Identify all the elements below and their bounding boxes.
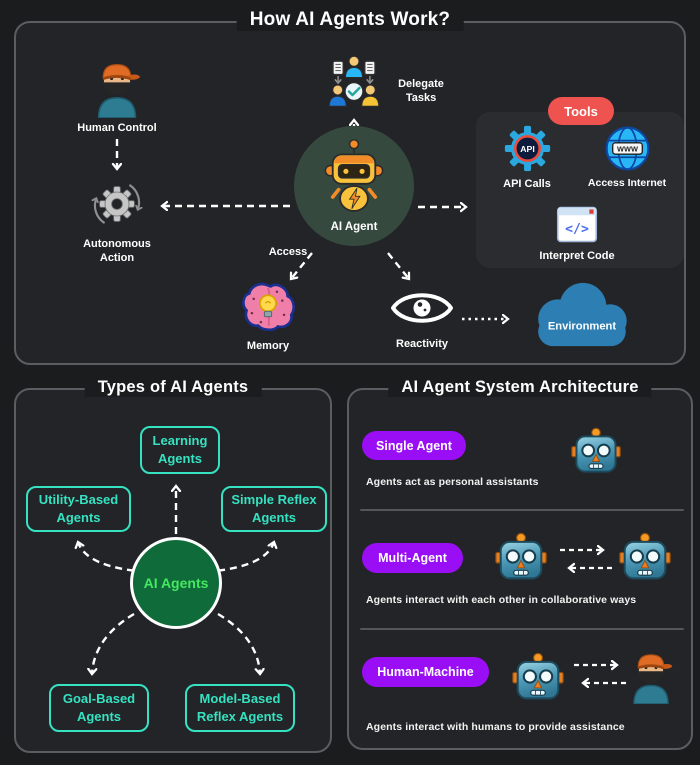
panel-ai-agent-system-architecture: AI Agent System Architecture Single Agen… (347, 378, 693, 750)
panel-title-how-ai-agents-work: How AI Agents Work? (236, 9, 464, 31)
panel-title-architecture: AI Agent System Architecture (388, 378, 652, 397)
svg-text:API: API (520, 144, 534, 154)
panel-types-of-ai-agents: Types of AI Agents Learning Agents Utili… (14, 378, 332, 753)
interpret-code-label: Interpret Code (539, 250, 615, 262)
access-internet-label: Access Internet (587, 177, 667, 189)
code-window-icon: </> (556, 206, 598, 243)
eye-icon (391, 293, 453, 323)
reactivity-figure: Reactivity (381, 287, 463, 351)
ai-agent-label: AI Agent (330, 221, 378, 234)
reactivity-label: Reactivity (396, 338, 448, 350)
api-calls-figure: API API Calls (487, 125, 567, 191)
ai-agents-circle: AI Agents (130, 537, 222, 629)
autonomous-action-label: Autonomous Action (83, 238, 151, 265)
human-icon (633, 654, 674, 704)
multi-agent-description: Agents interact with each other in colla… (366, 594, 637, 606)
delegate-tasks-figure (322, 54, 386, 112)
api-gear-icon: API (504, 125, 550, 172)
bidirectional-arrows (574, 657, 626, 691)
panel-how-ai-agents-work: How AI Agents Work? Human Control (14, 9, 686, 365)
bidirectional-arrows (560, 542, 612, 576)
delegate-tasks-icon (328, 55, 380, 107)
access-internet-figure: WWW Access Internet (581, 125, 673, 191)
human-control-label: Human Control (77, 122, 157, 134)
tools-badge: Tools (548, 97, 614, 125)
arrow-to-model-reflex (217, 612, 260, 674)
box-model-based-reflex-agents: Model-Based Reflex Agents (185, 684, 295, 732)
human-control-figure: Human Control (71, 56, 163, 135)
robot-icon (324, 139, 384, 212)
robot-head-icon (571, 427, 621, 473)
svg-text:WWW: WWW (617, 145, 638, 154)
robot-head-icon (495, 532, 547, 580)
badge-multi-agent: Multi-Agent (362, 543, 463, 573)
divider (360, 509, 684, 511)
arrow-to-goal (92, 612, 135, 674)
divider (360, 628, 684, 630)
single-agent-description: Agents act as personal assistants (366, 476, 539, 488)
interpret-code-figure: </> Interpret Code (531, 206, 623, 263)
access-label: Access (268, 246, 308, 258)
autonomous-action-figure: Autonomous Action (77, 175, 157, 266)
gear-sync-icon (88, 184, 146, 224)
box-utility-based-agents: Utility-Based Agents (26, 486, 131, 532)
svg-text:</>: </> (565, 222, 589, 237)
environment-label: Environment (548, 321, 617, 333)
robot-head-icon (619, 532, 671, 580)
brain-icon (242, 282, 296, 331)
box-simple-reflex-agents: Simple Reflex Agents (221, 486, 327, 532)
api-calls-label: API Calls (503, 178, 551, 190)
memory-label: Memory (246, 340, 290, 352)
arrow-agent-to-reactivity (387, 252, 409, 279)
ai-agent-circle: AI Agent (294, 126, 414, 246)
badge-human-machine: Human-Machine (362, 657, 489, 687)
cloud-icon: Environment (538, 282, 627, 347)
globe-icon: WWW (605, 126, 649, 171)
robot-head-icon (512, 652, 564, 700)
box-learning-agents: Learning Agents (140, 426, 220, 474)
human-icon (97, 63, 141, 118)
human-machine-description: Agents interact with humans to provide a… (366, 721, 625, 733)
box-goal-based-agents: Goal-Based Agents (49, 684, 149, 732)
memory-figure: Memory (228, 281, 308, 353)
badge-single-agent: Single Agent (362, 431, 466, 460)
panel-title-types: Types of AI Agents (84, 378, 262, 397)
delegate-tasks-label: Delegate Tasks (398, 78, 444, 105)
environment-figure: Environment (522, 278, 640, 350)
